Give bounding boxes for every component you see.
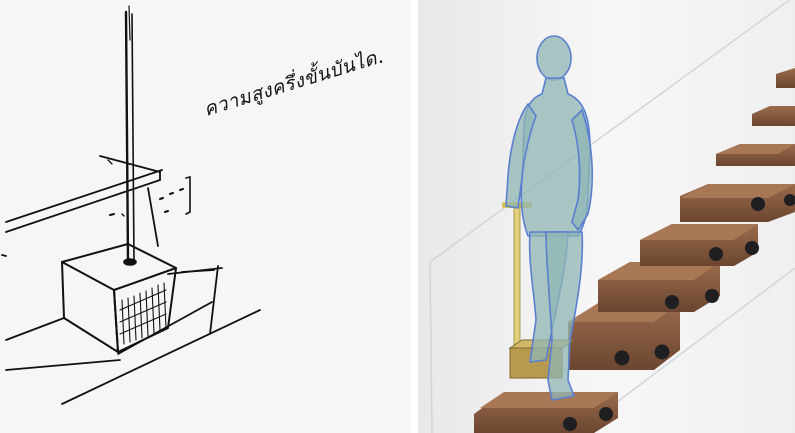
bolt-icon [615,351,630,366]
bolt-icon [745,241,759,255]
render-panel [418,0,795,433]
bolt-icon [705,289,719,303]
stair-tread [680,184,795,222]
bolt-icon [751,197,765,211]
bolt-icon [709,247,723,261]
bolt-icon [599,407,613,421]
bolt-icon [665,295,679,309]
bolt-icon [655,345,670,360]
stair-tread [474,392,618,433]
sketch-panel: ความสูงครึ่งขั้นบันได. [0,0,410,433]
stair-tread [568,302,680,370]
render-drawing [418,0,795,433]
bolt-icon [563,417,577,431]
